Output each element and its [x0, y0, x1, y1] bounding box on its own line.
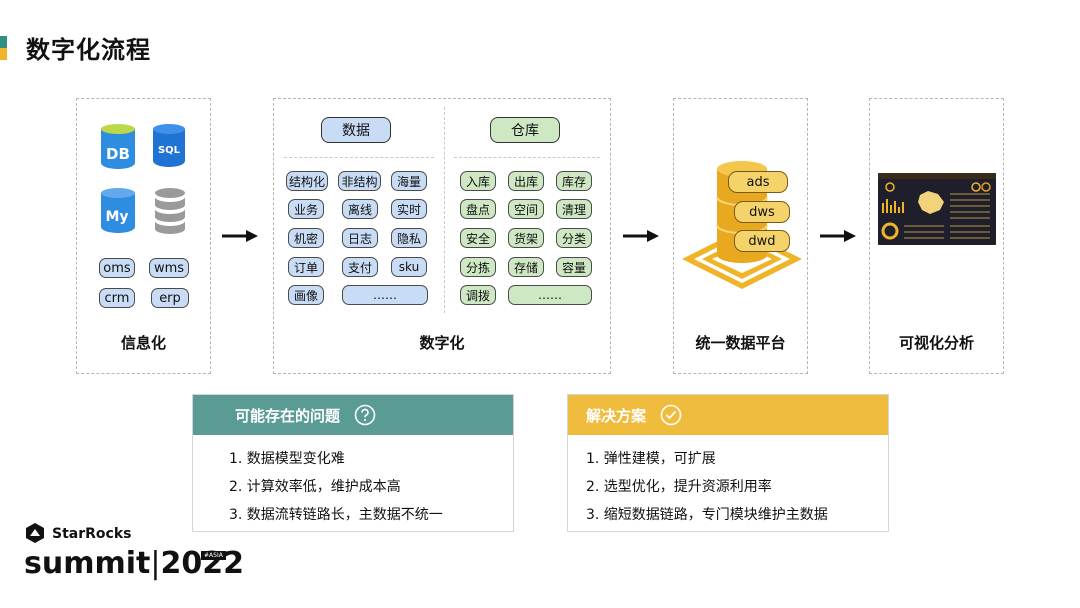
- data-tag: 非结构: [338, 171, 381, 191]
- caption-viz: 可视化分析: [898, 334, 974, 352]
- data-tag: 结构化: [286, 171, 328, 191]
- layer-dws: dws: [734, 201, 790, 223]
- warehouse-tag: 分拣: [460, 257, 496, 277]
- warehouse-tag: 盘点: [460, 199, 496, 219]
- system-wms: wms: [149, 258, 189, 278]
- dashboard-thumbnail: [878, 173, 996, 245]
- problems-list: 1. 数据模型变化难 2. 计算效率低，维护成本高 3. 数据流转链路长，主数据…: [193, 435, 513, 529]
- panel-digital: 数据 仓库 结构化 非结构 海量 业务 离线 实时 机密 日志 隐私 订单 支付…: [273, 98, 611, 374]
- system-oms: oms: [99, 258, 135, 278]
- data-tag: 画像: [288, 285, 324, 305]
- mysql-icon: My: [101, 188, 135, 233]
- database-gray-icon: [155, 188, 185, 234]
- warehouse-tag: ……: [508, 285, 592, 305]
- problems-title: 可能存在的问题: [235, 406, 341, 425]
- solutions-box: 解决方案 1. 弹性建模，可扩展 2. 选型优化，提升资源利用率 3. 缩短数据…: [567, 394, 889, 532]
- data-tag: 海量: [391, 171, 427, 191]
- layer-ads: ads: [728, 171, 788, 193]
- brand-name: StarRocks: [52, 526, 132, 542]
- page-title: 数字化流程: [26, 36, 151, 64]
- warehouse-tag: 库存: [556, 171, 592, 191]
- starrocks-logo-icon: [26, 523, 44, 543]
- event-name: summit|2022: [24, 546, 244, 581]
- problems-header: 可能存在的问题: [193, 395, 513, 435]
- warehouse-tag: 出库: [508, 171, 544, 191]
- warehouse-tag: 调拨: [460, 285, 496, 305]
- panel-platform: ads dws dwd 统一数据平台: [673, 98, 808, 374]
- warehouse-tag: 容量: [556, 257, 592, 277]
- system-erp: erp: [151, 288, 189, 308]
- check-circle-icon: [660, 404, 682, 426]
- svg-text:SQL: SQL: [158, 145, 181, 156]
- svg-text:My: My: [105, 209, 128, 225]
- warehouse-tag: 清理: [556, 199, 592, 219]
- panel-divider: [444, 107, 445, 313]
- data-tag: 离线: [342, 199, 378, 219]
- problems-box: 可能存在的问题 1. 数据模型变化难 2. 计算效率低，维护成本高 3. 数据流…: [192, 394, 514, 532]
- title-accent-mark: [0, 36, 7, 60]
- list-item: 3. 缩短数据链路，专门模块维护主数据: [586, 507, 828, 523]
- data-tag: sku: [391, 257, 427, 277]
- warehouse-tag: 分类: [556, 228, 592, 248]
- data-tag: 支付: [342, 257, 378, 277]
- list-item: 2. 计算效率低，维护成本高: [229, 479, 401, 495]
- data-tag: 机密: [288, 228, 324, 248]
- warehouse-tag: 安全: [460, 228, 496, 248]
- caption-info: 信息化: [120, 334, 166, 352]
- layer-dwd: dwd: [734, 230, 790, 252]
- arrow-right-icon: [820, 230, 856, 242]
- solutions-title: 解决方案: [586, 406, 647, 425]
- header-divider-right: [454, 157, 600, 158]
- header-data: 数据: [321, 117, 391, 143]
- caption-digital: 数字化: [419, 334, 465, 352]
- warehouse-tag: 入库: [460, 171, 496, 191]
- data-tag: ……: [342, 285, 428, 305]
- warehouse-tag: 空间: [508, 199, 544, 219]
- header-divider-left: [284, 157, 434, 158]
- region-tag: #ASIA: [201, 551, 226, 560]
- panel-info: DB SQL My oms wms crm erp 信息化: [76, 98, 211, 374]
- question-circle-icon: [354, 404, 376, 426]
- list-item: 1. 弹性建模，可扩展: [586, 451, 716, 467]
- data-tag: 实时: [391, 199, 427, 219]
- arrow-right-icon: [222, 230, 258, 242]
- data-tag: 业务: [288, 199, 324, 219]
- list-item: 1. 数据模型变化难: [229, 451, 345, 467]
- data-tag: 日志: [342, 228, 378, 248]
- arrow-right-icon: [623, 230, 659, 242]
- db-icon: DB: [101, 124, 135, 169]
- solutions-list: 1. 弹性建模，可扩展 2. 选型优化，提升资源利用率 3. 缩短数据链路，专门…: [568, 435, 888, 529]
- sql-icon: SQL: [153, 124, 185, 167]
- list-item: 2. 选型优化，提升资源利用率: [586, 479, 772, 495]
- data-tag: 隐私: [391, 228, 427, 248]
- panel-viz: 可视化分析: [869, 98, 1004, 374]
- data-tag: 订单: [288, 257, 324, 277]
- header-warehouse: 仓库: [490, 117, 560, 143]
- solutions-header: 解决方案: [568, 395, 888, 435]
- warehouse-tag: 货架: [508, 228, 544, 248]
- svg-text:DB: DB: [106, 145, 130, 163]
- caption-platform: 统一数据平台: [695, 334, 786, 352]
- system-crm: crm: [99, 288, 135, 308]
- list-item: 3. 数据流转链路长，主数据不统一: [229, 507, 443, 523]
- warehouse-tag: 存储: [508, 257, 544, 277]
